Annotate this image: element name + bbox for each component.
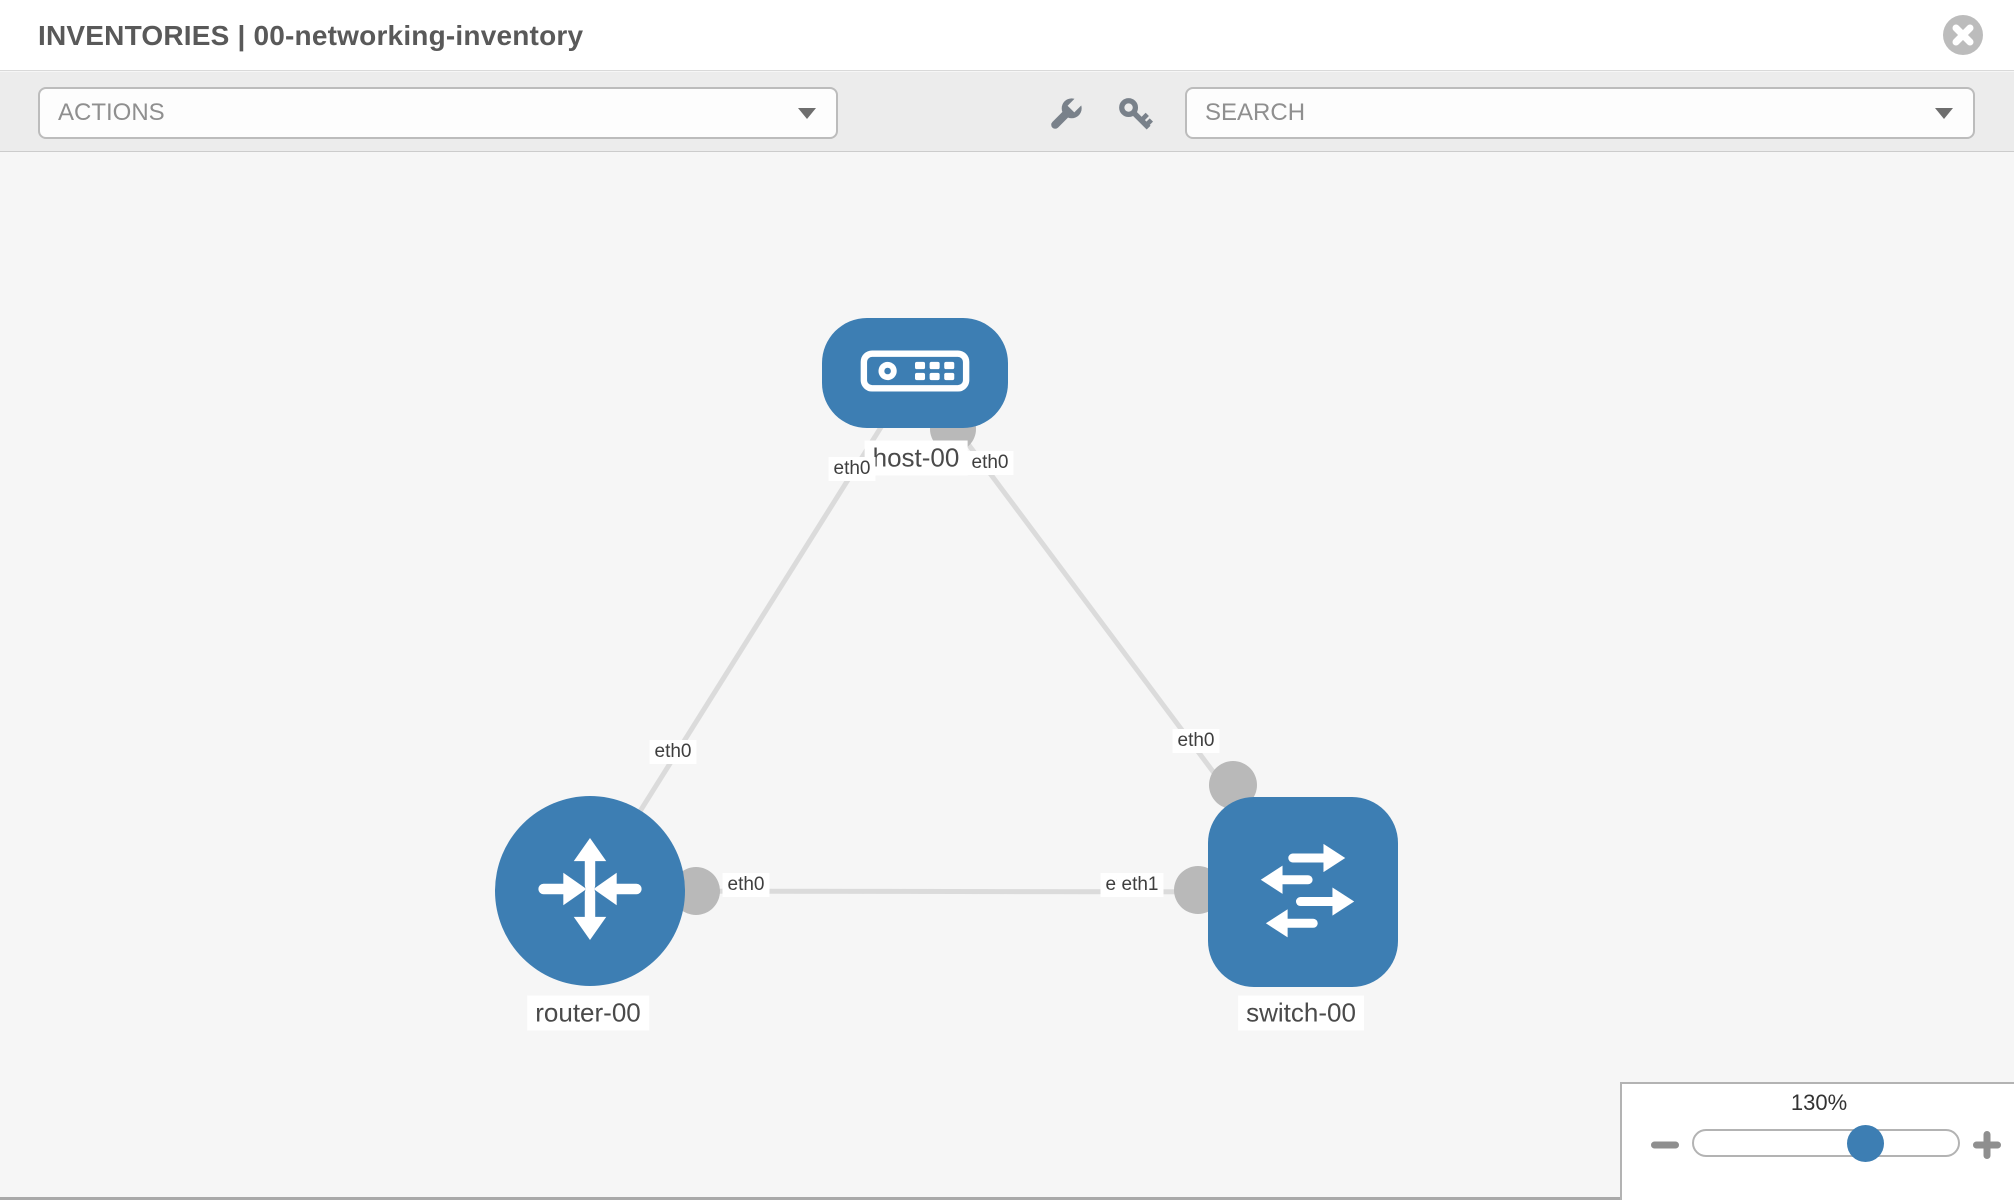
- topology-canvas[interactable]: host-00 router-00 switch-00 eth0 eth0 et…: [0, 152, 2014, 1200]
- zoom-control-panel: 130%: [1620, 1082, 2014, 1200]
- plus-icon: [1970, 1131, 2004, 1165]
- canvas-bottom-edge: [0, 1197, 2014, 1200]
- node-label-switch: switch-00: [1238, 995, 1364, 1031]
- zoom-slider-track[interactable]: [1692, 1129, 1960, 1157]
- zoom-level-value: 130%: [1790, 1090, 1848, 1115]
- actions-dropdown[interactable]: ACTIONS: [38, 87, 838, 139]
- page-header: INVENTORIES | 00-networking-inventory: [0, 0, 2014, 71]
- host-icon: [860, 349, 970, 397]
- wrench-icon: [1044, 94, 1086, 139]
- node-label-host: host-00: [864, 440, 968, 476]
- zoom-slider-thumb[interactable]: [1847, 1125, 1884, 1162]
- close-button[interactable]: [1942, 14, 1984, 56]
- iface-label-switch-eth1-to-router: eth1: [1116, 873, 1164, 897]
- node-router-00[interactable]: [495, 796, 685, 986]
- iface-label-router-eth0-to-host: eth0: [649, 740, 697, 764]
- search-dropdown-label: SEARCH: [1205, 99, 1306, 126]
- iface-label-host-eth0-to-switch: eth0: [966, 451, 1014, 475]
- zoom-out-button[interactable]: [1648, 1128, 1682, 1162]
- switch-icon: [1239, 826, 1367, 959]
- actions-dropdown-label: ACTIONS: [58, 99, 165, 126]
- configure-button[interactable]: [1039, 90, 1091, 142]
- router-icon: [532, 831, 648, 952]
- iface-label-host-eth0-to-router: eth0: [828, 457, 876, 481]
- search-dropdown[interactable]: SEARCH: [1185, 87, 1975, 139]
- node-switch-00[interactable]: [1208, 797, 1398, 987]
- zoom-in-button[interactable]: [1970, 1128, 2004, 1162]
- chevron-down-icon: [1935, 108, 1953, 119]
- links-layer: [587, 371, 1306, 915]
- page-title: INVENTORIES | 00-networking-inventory: [38, 20, 584, 51]
- iface-label-switch-eth0-to-host: eth0: [1172, 729, 1220, 753]
- node-label-router: router-00: [527, 995, 649, 1031]
- key-icon: [1115, 94, 1157, 139]
- credentials-button[interactable]: [1110, 90, 1162, 142]
- toolbar: ACTIONS: [0, 72, 2014, 152]
- minus-icon: [1648, 1141, 1682, 1165]
- node-host-00[interactable]: [822, 318, 1008, 428]
- iface-label-router-eth0-to-switch: eth0: [722, 873, 770, 897]
- chevron-down-icon: [798, 108, 816, 119]
- close-icon: [1942, 15, 1984, 59]
